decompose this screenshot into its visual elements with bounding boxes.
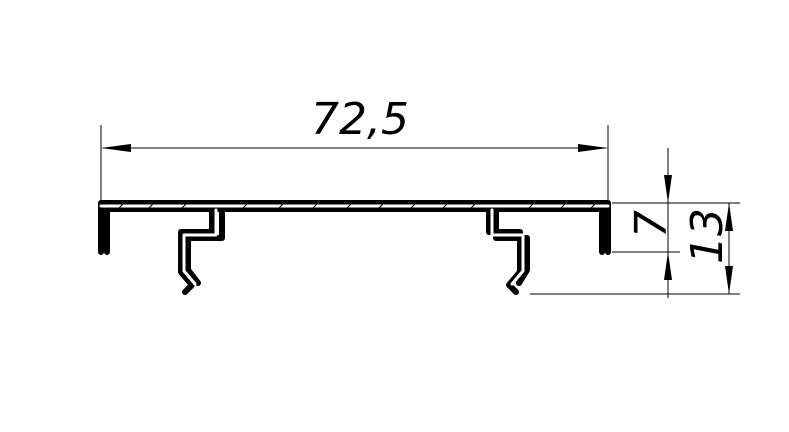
height-total-label: 13 <box>682 208 733 264</box>
arrow-left-icon <box>101 144 131 152</box>
arrow-bottom-icon <box>725 266 733 294</box>
profile-inner-line <box>99 204 610 286</box>
profile-outline <box>98 200 611 295</box>
width-label: 72,5 <box>311 94 409 145</box>
height-small-label: 7 <box>626 210 677 238</box>
arrow-down-icon <box>664 175 672 203</box>
arrow-up-icon <box>664 252 672 280</box>
arrow-top-icon <box>725 203 733 231</box>
profile-section <box>98 200 611 295</box>
width-dimension: 72,5 <box>100 94 609 201</box>
section-hatching <box>117 202 597 210</box>
height-dimensions: 7 13 <box>530 148 740 298</box>
arrow-right-icon <box>578 144 608 152</box>
